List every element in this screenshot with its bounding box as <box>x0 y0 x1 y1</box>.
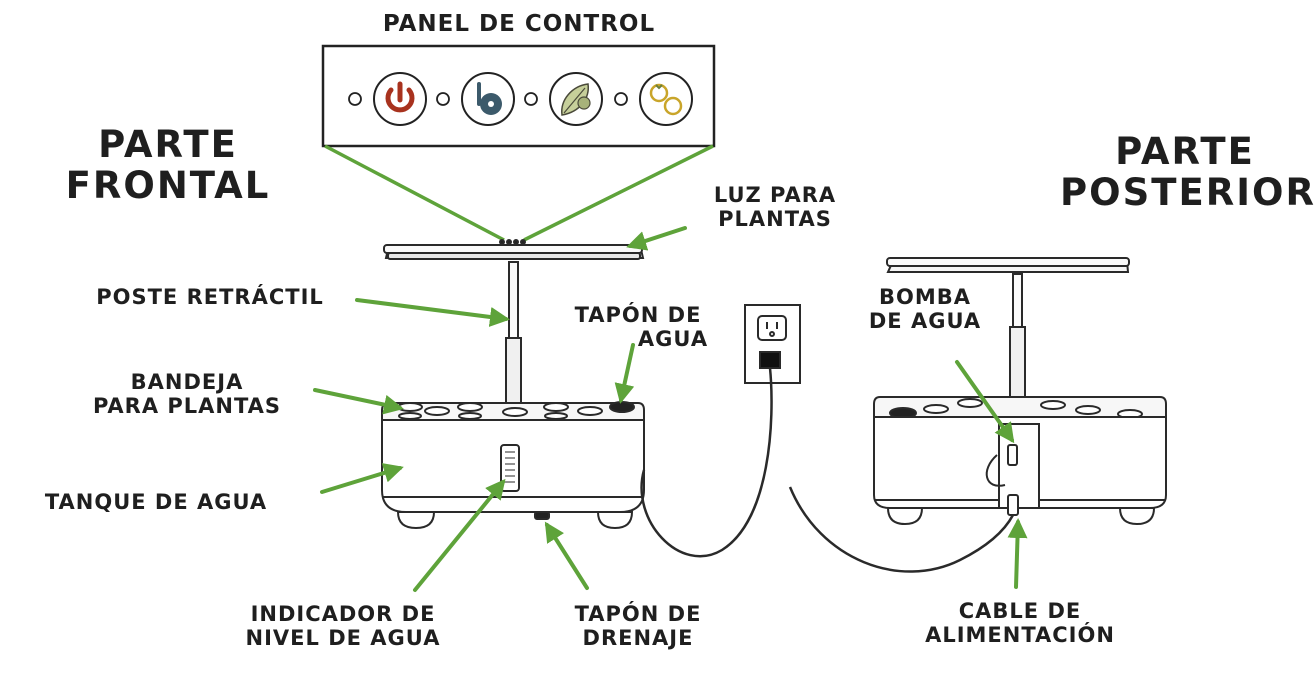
label-water-level: INDICADOR DE NIVEL DE AGUA <box>218 602 468 650</box>
fruits-icon <box>639 72 693 126</box>
label-water-cap: TAPÓN DE AGUA <box>548 303 728 351</box>
back-title: PARTE POSTERIOR <box>1060 130 1315 215</box>
label-line: DE AGUA <box>868 308 982 333</box>
label-line: CABLE DE <box>958 599 1082 623</box>
pump-icon <box>461 72 515 126</box>
label-line: DRENAJE <box>582 625 694 650</box>
back-power-cord <box>788 486 1015 573</box>
label-water-tank: TANQUE DE AGUA <box>6 490 306 515</box>
label-line: INDICADOR DE <box>250 602 436 626</box>
label-plant-tray: BANDEJA PARA PLANTAS <box>62 370 312 418</box>
back-title-line: PARTE <box>1115 130 1255 173</box>
label-line: BANDEJA <box>130 370 244 394</box>
indicator-dot <box>436 92 450 106</box>
front-unit <box>381 239 645 530</box>
label-line: AGUA <box>637 326 709 351</box>
label-line: PARA PLANTAS <box>92 393 282 418</box>
indicator-dot <box>614 92 628 106</box>
indicator-dot <box>524 92 538 106</box>
wall-outlet <box>744 304 801 384</box>
indicator-dot <box>348 92 362 106</box>
label-line: PLANTAS <box>718 206 832 231</box>
label-line: LUZ PARA <box>713 183 837 207</box>
label-line: ALIMENTACIÓN <box>925 622 1115 647</box>
front-title: PARTE FRONTAL <box>48 124 288 207</box>
front-title-line: FRONTAL <box>65 164 271 208</box>
label-power-cable: CABLE DE ALIMENTACIÓN <box>895 599 1145 647</box>
label-retractable-pole: POSTE RETRÁCTIL <box>60 285 360 310</box>
label-arrows <box>313 226 1028 592</box>
power-icon <box>373 72 427 126</box>
label-line: POSTE RETRÁCTIL <box>96 285 324 309</box>
label-water-pump: BOMBA DE AGUA <box>840 285 1010 333</box>
label-grow-light: LUZ PARA PLANTAS <box>690 183 860 231</box>
label-line: TAPÓN DE <box>574 602 702 626</box>
panel-title: PANEL DE CONTROL <box>339 11 699 38</box>
front-power-cord <box>640 367 773 558</box>
panel-title-text: PANEL DE CONTROL <box>382 11 656 37</box>
front-title-line: PARTE <box>98 123 238 166</box>
back-unit <box>873 257 1167 526</box>
label-line: TAPÓN DE <box>574 303 702 327</box>
label-line: BOMBA <box>878 285 971 309</box>
label-line: NIVEL DE AGUA <box>245 625 441 650</box>
control-panel <box>321 44 716 148</box>
label-drain-cap: TAPÓN DE DRENAJE <box>548 602 728 650</box>
label-line: TANQUE DE AGUA <box>44 490 268 514</box>
leafy-greens-icon <box>549 72 603 126</box>
back-title-line: POSTERIOR <box>1060 171 1315 215</box>
